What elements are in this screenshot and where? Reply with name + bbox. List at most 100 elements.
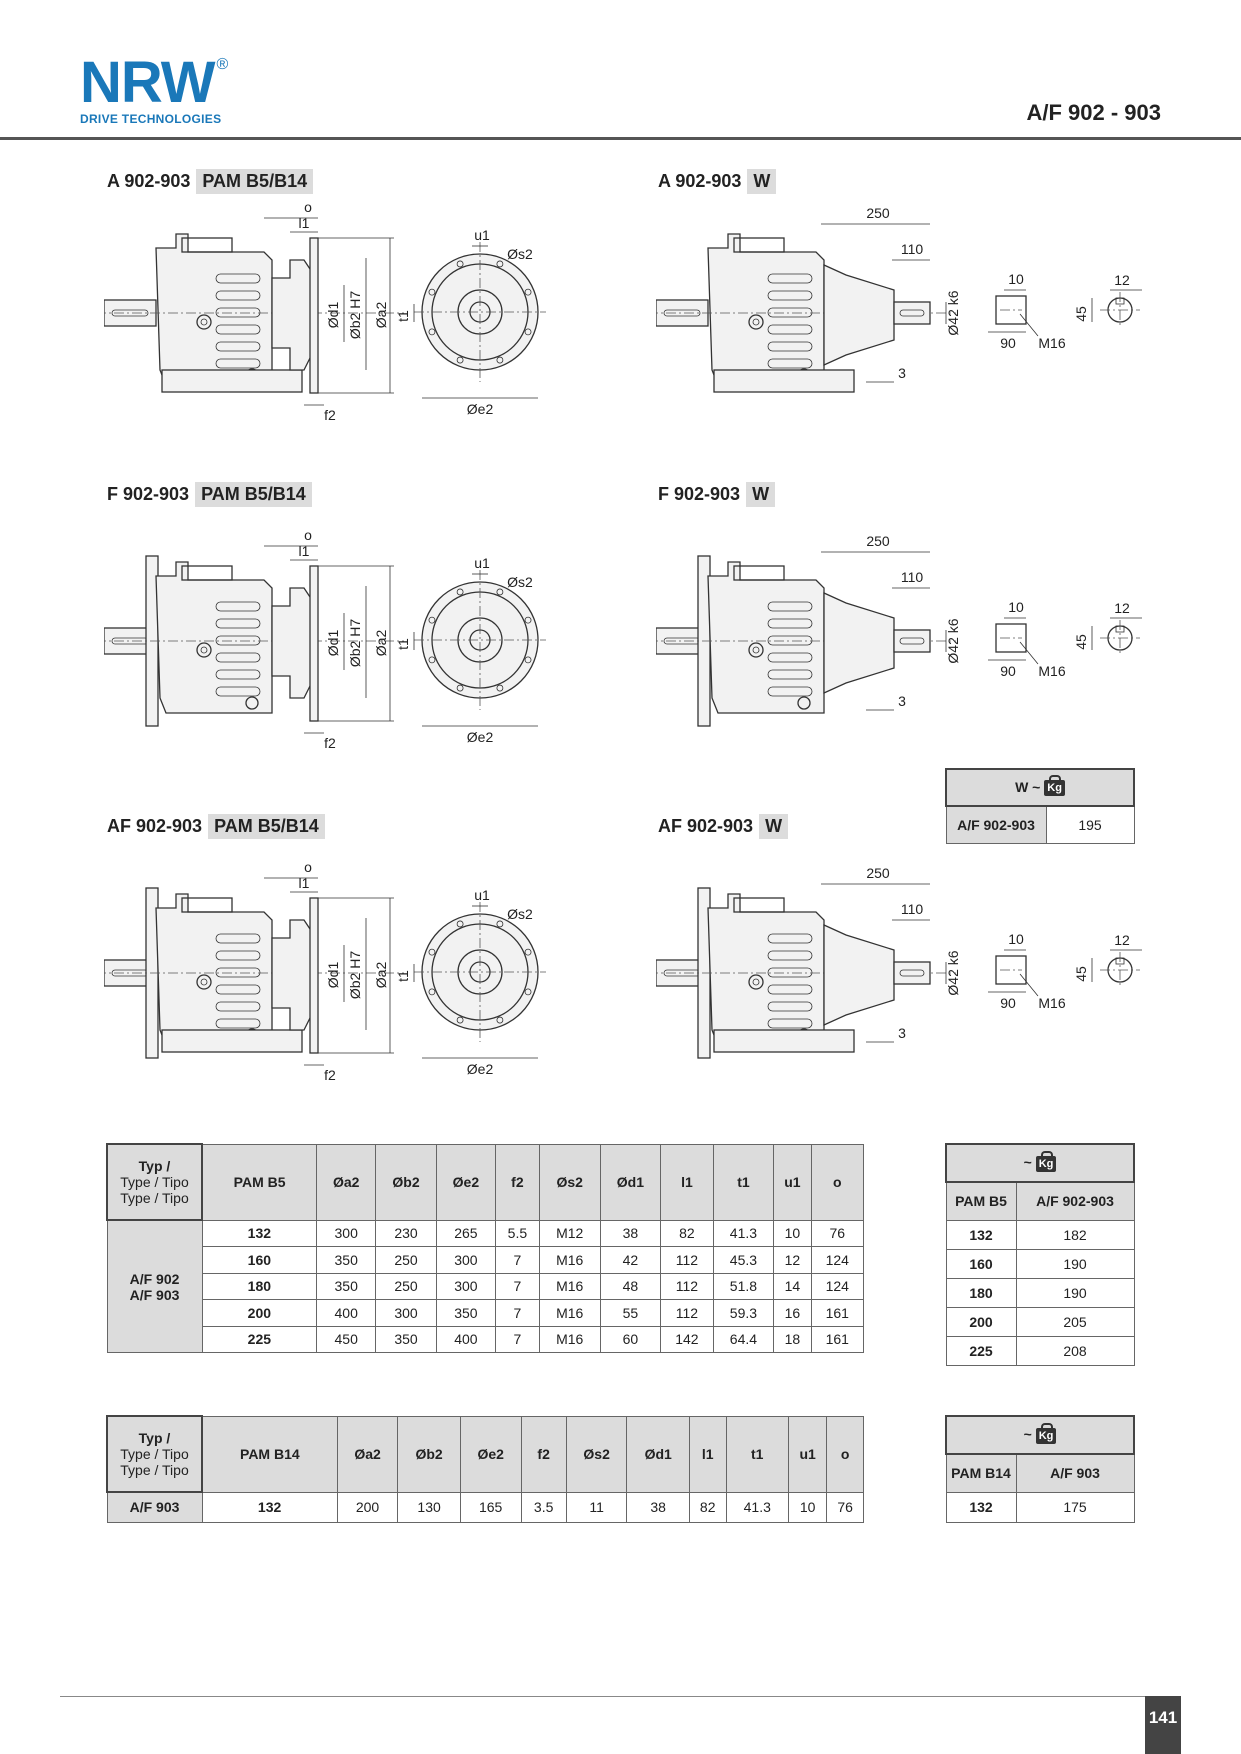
type-header-line: Type / Tipo: [120, 1174, 189, 1190]
column-header: u1: [773, 1143, 812, 1221]
dim-s2: Øs2: [507, 906, 533, 922]
bolt-hole: [496, 260, 504, 268]
cooling-rib: [767, 686, 813, 697]
value-cell: 300: [375, 1299, 437, 1327]
top-cover: [733, 237, 785, 253]
dim-10: 10: [1008, 599, 1024, 615]
column-header: Øe2: [459, 1415, 522, 1493]
section-tag: PAM B5/B14: [196, 169, 314, 194]
value-cell: 38: [626, 1491, 690, 1523]
bolt-hole: [524, 948, 532, 956]
value-cell: 142: [660, 1325, 714, 1353]
bearing-housing: [823, 591, 895, 695]
model-label: A/F 903: [129, 1286, 180, 1303]
section-model: F 902-903: [107, 484, 190, 504]
value-cell: 41.3: [725, 1491, 789, 1523]
plug-inner: [200, 318, 208, 326]
type-header-line: Type / Tipo: [120, 1190, 189, 1206]
bolt-hole: [428, 616, 436, 624]
column-header: t1: [712, 1143, 775, 1221]
flange-size-cell: 180: [945, 1277, 1017, 1308]
value-cell: 45.3: [712, 1246, 775, 1274]
weight-value-cell: 175: [1015, 1491, 1135, 1523]
header-rule: [0, 137, 1241, 140]
dim-90: 90: [1000, 335, 1016, 351]
cooling-rib: [215, 967, 261, 978]
key-detail: [995, 623, 1027, 653]
section-a-pam-label: A 902-903 PAM B5/B14: [107, 169, 314, 194]
plug: [748, 314, 764, 330]
dim-45: 45: [1073, 306, 1089, 322]
column-header: t1: [725, 1415, 789, 1493]
section-model: F 902-903: [658, 484, 741, 504]
section-model: A 902-903: [658, 171, 742, 191]
column-header: o: [826, 1415, 864, 1493]
dim-110: 110: [901, 241, 924, 257]
bolt-hole: [456, 684, 464, 692]
flange-size-cell: 225: [945, 1335, 1017, 1366]
dim-l1: l1: [299, 215, 310, 231]
w-weight-table: W ~ Kg A/F 902-903 195: [945, 768, 1135, 844]
value-cell: 16: [773, 1299, 812, 1327]
bolt-hole: [428, 656, 436, 664]
value-cell: 165: [459, 1491, 522, 1523]
cooling-rib: [767, 341, 813, 352]
section-af-pam-label: AF 902-903 PAM B5/B14: [107, 814, 325, 839]
value-cell: 7: [494, 1325, 540, 1353]
dim-d1: Ød1: [325, 302, 341, 329]
value-cell: 7: [494, 1299, 540, 1327]
value-cell: 250: [375, 1272, 437, 1300]
dim-u1: u1: [474, 555, 490, 571]
leader-line: [1019, 313, 1039, 337]
value-cell: 350: [375, 1325, 437, 1353]
adapter-flange: [309, 237, 319, 394]
value-cell: 5.5: [494, 1219, 540, 1247]
value-cell: 124: [810, 1272, 865, 1300]
weight-column-header: A/F 903: [1015, 1453, 1135, 1493]
cooling-rib: [215, 984, 261, 995]
weight-value-cell: 205: [1015, 1306, 1135, 1337]
plug-inner: [752, 978, 760, 986]
weight-column-header: A/F 902-903: [1015, 1181, 1135, 1221]
dim-10: 10: [1008, 931, 1024, 947]
column-header: f2: [494, 1143, 540, 1221]
plug-inner: [752, 646, 760, 654]
value-cell: 10: [773, 1219, 812, 1247]
mounting-foot: [161, 1029, 303, 1053]
top-cover: [733, 897, 785, 913]
weight-icon: Kg: [1044, 775, 1065, 797]
value-cell: 200: [336, 1491, 399, 1523]
bolt-hole: [524, 616, 532, 624]
gearbox-housing: [707, 233, 825, 386]
cooling-rib: [767, 1001, 813, 1012]
value-cell: 350: [316, 1246, 377, 1274]
bolt-hole: [428, 988, 436, 996]
cooling-rib: [215, 290, 261, 301]
dim-110: 110: [901, 569, 924, 585]
plug: [196, 974, 212, 990]
bolt-hole: [456, 920, 464, 928]
motor-adapter: [271, 919, 315, 1031]
value-cell: 112: [660, 1272, 714, 1300]
flange-size-cell: 160: [945, 1248, 1017, 1279]
plug-inner: [200, 978, 208, 986]
dim-a2: Øa2: [373, 962, 389, 989]
type-header-line: Type / Tipo: [120, 1446, 189, 1462]
dim-o: o: [304, 527, 312, 543]
page-title: A/F 902 - 903: [1026, 100, 1161, 125]
dim-m16: M16: [1038, 663, 1065, 679]
value-cell: 7: [494, 1246, 540, 1274]
flange-size-cell: 132: [945, 1219, 1017, 1250]
column-header: Ød1: [626, 1415, 690, 1493]
cooling-rib: [215, 307, 261, 318]
bolt-hole: [428, 328, 436, 336]
